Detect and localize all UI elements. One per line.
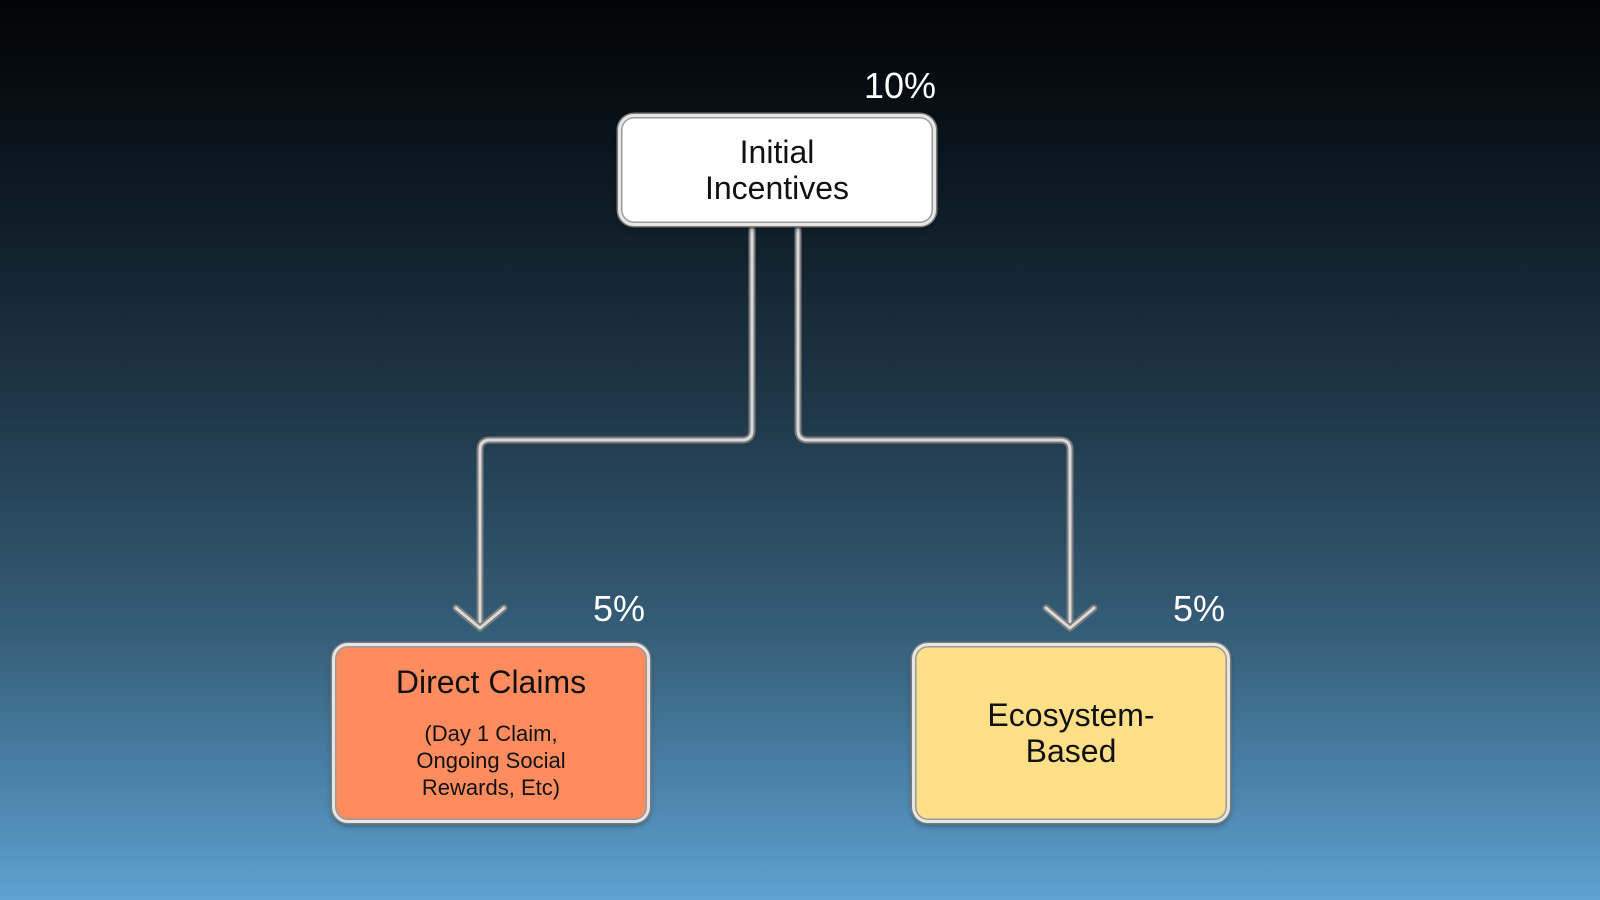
node-direct-claims-detail: (Day 1 Claim, Ongoing Social Rewards, Et…	[416, 721, 566, 800]
node-direct-claims: Direct Claims (Day 1 Claim, Ongoing Soci…	[332, 643, 650, 823]
node-initial-incentives-label: Initial Incentives	[704, 134, 850, 206]
arrowhead-left-highlight	[454, 606, 506, 630]
connector-left-highlight	[478, 228, 754, 625]
ecosystem-based-percentage: 5%	[1173, 588, 1226, 629]
node-direct-claims-label: Direct Claims	[395, 664, 587, 700]
arrowhead-right-highlight	[1044, 606, 1096, 630]
connector-right-highlight	[796, 228, 1072, 625]
node-ecosystem-based-label: Ecosystem-Based	[987, 697, 1155, 769]
connector-right	[794, 226, 1074, 627]
root-percentage: 10%	[864, 65, 937, 106]
direct-claims-percentage: 5%	[593, 588, 646, 629]
connector-left	[476, 226, 756, 627]
node-ecosystem-based: Ecosystem-Based	[912, 643, 1230, 823]
node-initial-incentives: Initial Incentives	[618, 114, 936, 226]
